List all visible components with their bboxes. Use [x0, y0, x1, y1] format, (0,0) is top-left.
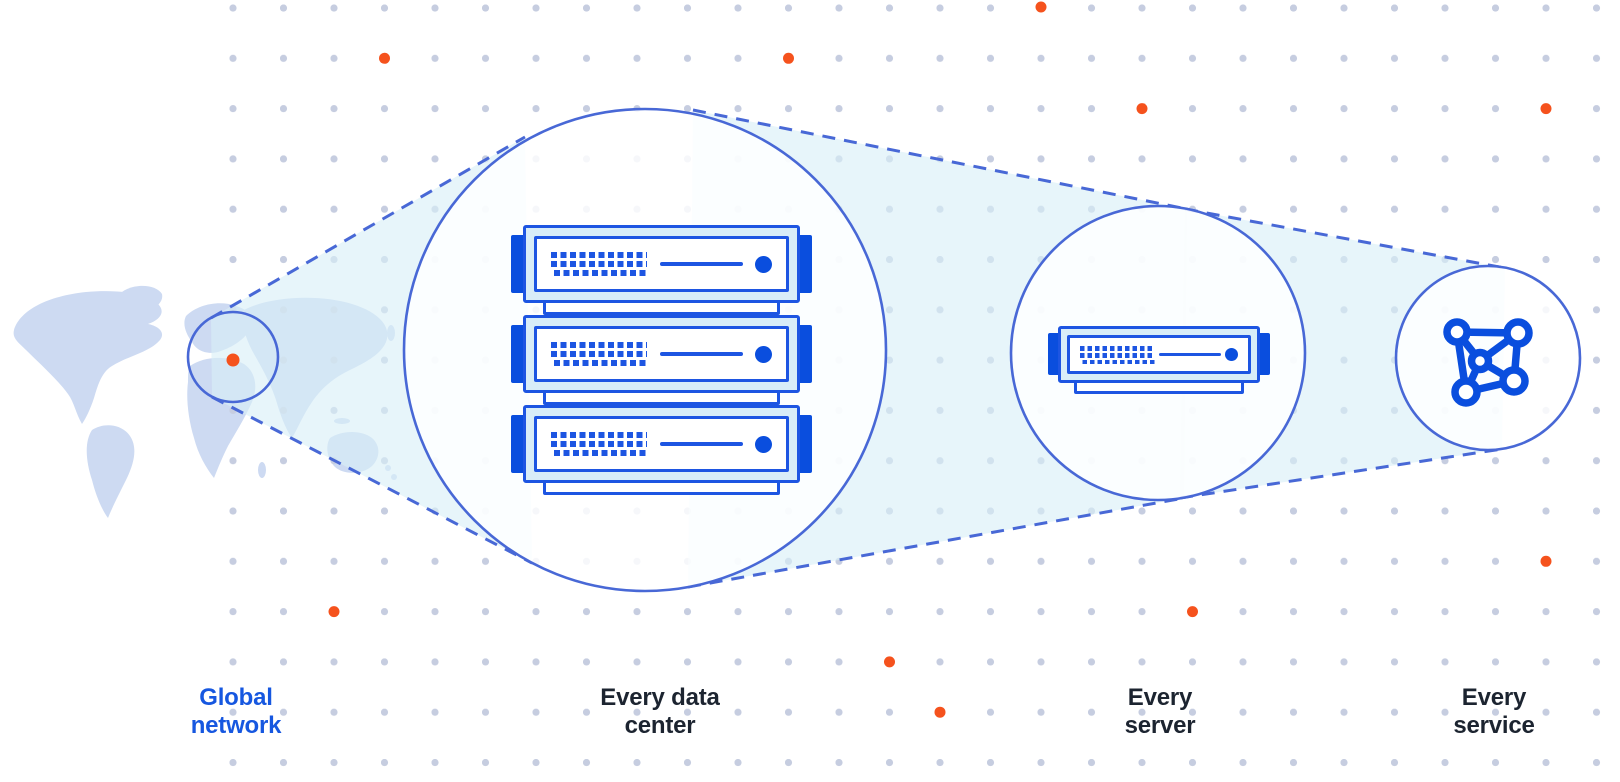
rack-panel [534, 236, 789, 292]
server-rack-icon [511, 315, 812, 405]
slot-line [1159, 353, 1221, 356]
label-global-network: Global network [190, 684, 282, 739]
vent-pattern [1080, 345, 1155, 364]
rack-panel [534, 326, 789, 382]
vent-pattern [551, 252, 647, 276]
network-mesh-icon [1443, 318, 1533, 407]
location-dot-icon [226, 353, 240, 367]
led-indicator [1225, 348, 1238, 361]
vent-pattern [551, 432, 647, 456]
rack-face [523, 225, 800, 303]
server-rack-icon [511, 225, 812, 315]
label-every-server: Every server [1124, 684, 1196, 739]
accent-dots [328, 1, 1552, 718]
slot-line [659, 262, 743, 266]
rack-panel [534, 416, 789, 472]
led-indicator [755, 435, 772, 453]
server-rack-icon [511, 405, 812, 495]
rack-face [523, 315, 800, 393]
led-indicator [755, 255, 772, 273]
label-every-service: Every service [1453, 684, 1535, 739]
global-network-circle [186, 310, 280, 404]
label-every-data-center: Every data center [600, 684, 720, 739]
rack-panel [1067, 335, 1251, 374]
slot-line [659, 442, 743, 446]
led-indicator [755, 345, 772, 363]
server-rack-icon [1048, 326, 1270, 394]
vent-pattern [551, 342, 647, 366]
rack-face [1058, 326, 1260, 383]
rack-face [523, 405, 800, 483]
slot-line [659, 352, 743, 356]
